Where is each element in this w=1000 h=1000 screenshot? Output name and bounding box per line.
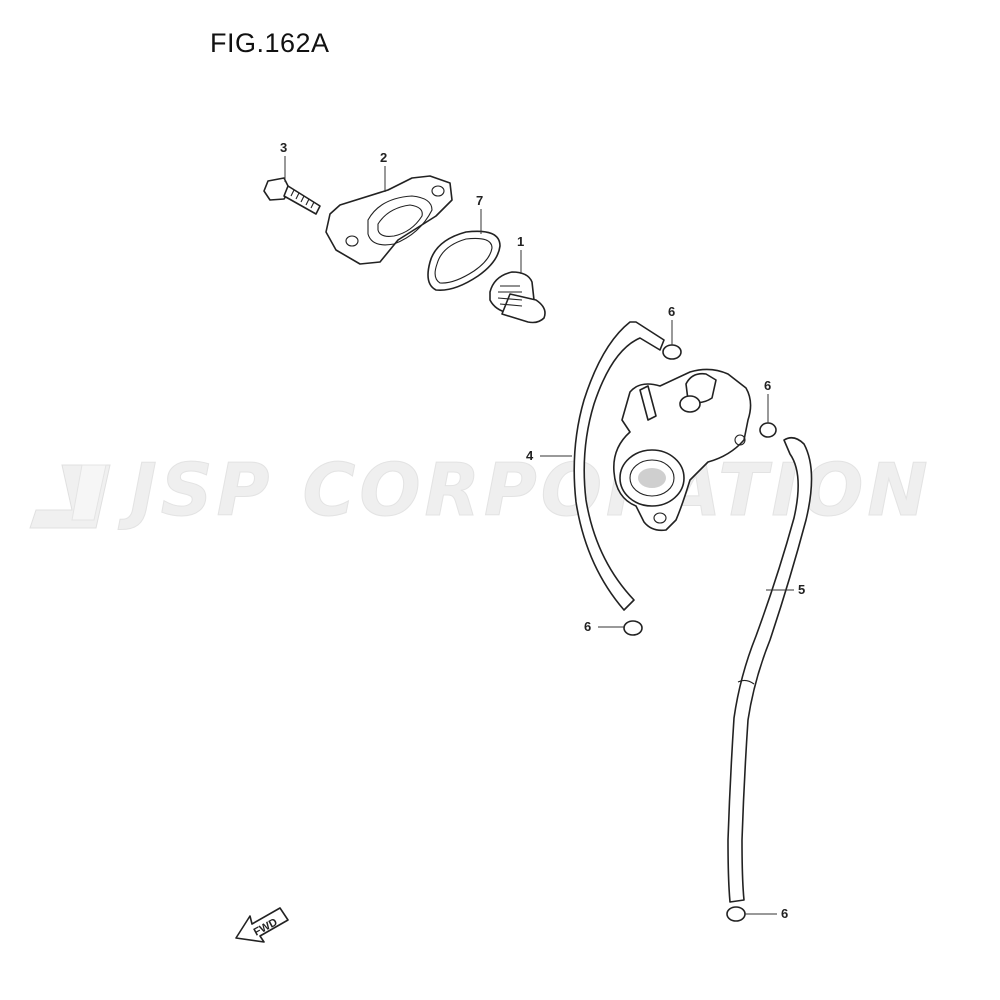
watermark-text: JSP CORPORATION	[118, 448, 932, 532]
callout-6-right: 6	[764, 378, 771, 423]
svg-text:4: 4	[526, 448, 534, 463]
o-ring-part	[427, 230, 501, 292]
svg-text:6: 6	[584, 619, 591, 634]
hose-right-part	[727, 436, 813, 903]
svg-text:3: 3	[280, 140, 287, 155]
callout-3: 3	[280, 140, 287, 182]
forward-direction-arrow: FWD	[235, 907, 289, 943]
svg-text:5: 5	[798, 582, 805, 597]
hose-left-part	[573, 321, 665, 611]
callout-1: 1	[517, 234, 524, 274]
svg-text:6: 6	[764, 378, 771, 393]
callout-4: 4	[526, 448, 572, 463]
callout-7: 7	[476, 193, 483, 234]
bolt-part	[263, 177, 321, 215]
water-pump-housing	[613, 368, 752, 532]
thermostat-cap-part	[325, 175, 453, 265]
fwd-label: FWD	[252, 916, 280, 938]
callout-6-bottom: 6	[745, 906, 788, 921]
callout-6-top: 6	[668, 304, 675, 345]
callout-5: 5	[766, 582, 805, 597]
svg-text:1: 1	[517, 234, 524, 249]
svg-text:7: 7	[476, 193, 483, 208]
svg-text:6: 6	[781, 906, 788, 921]
svg-text:2: 2	[380, 150, 387, 165]
watermark: JSP CORPORATION	[29, 448, 932, 533]
callout-2: 2	[380, 150, 387, 192]
figure-title: FIG.162A	[210, 28, 330, 58]
callout-6-mid: 6	[584, 619, 625, 634]
svg-text:6: 6	[668, 304, 675, 319]
thermostat-part	[489, 271, 546, 324]
